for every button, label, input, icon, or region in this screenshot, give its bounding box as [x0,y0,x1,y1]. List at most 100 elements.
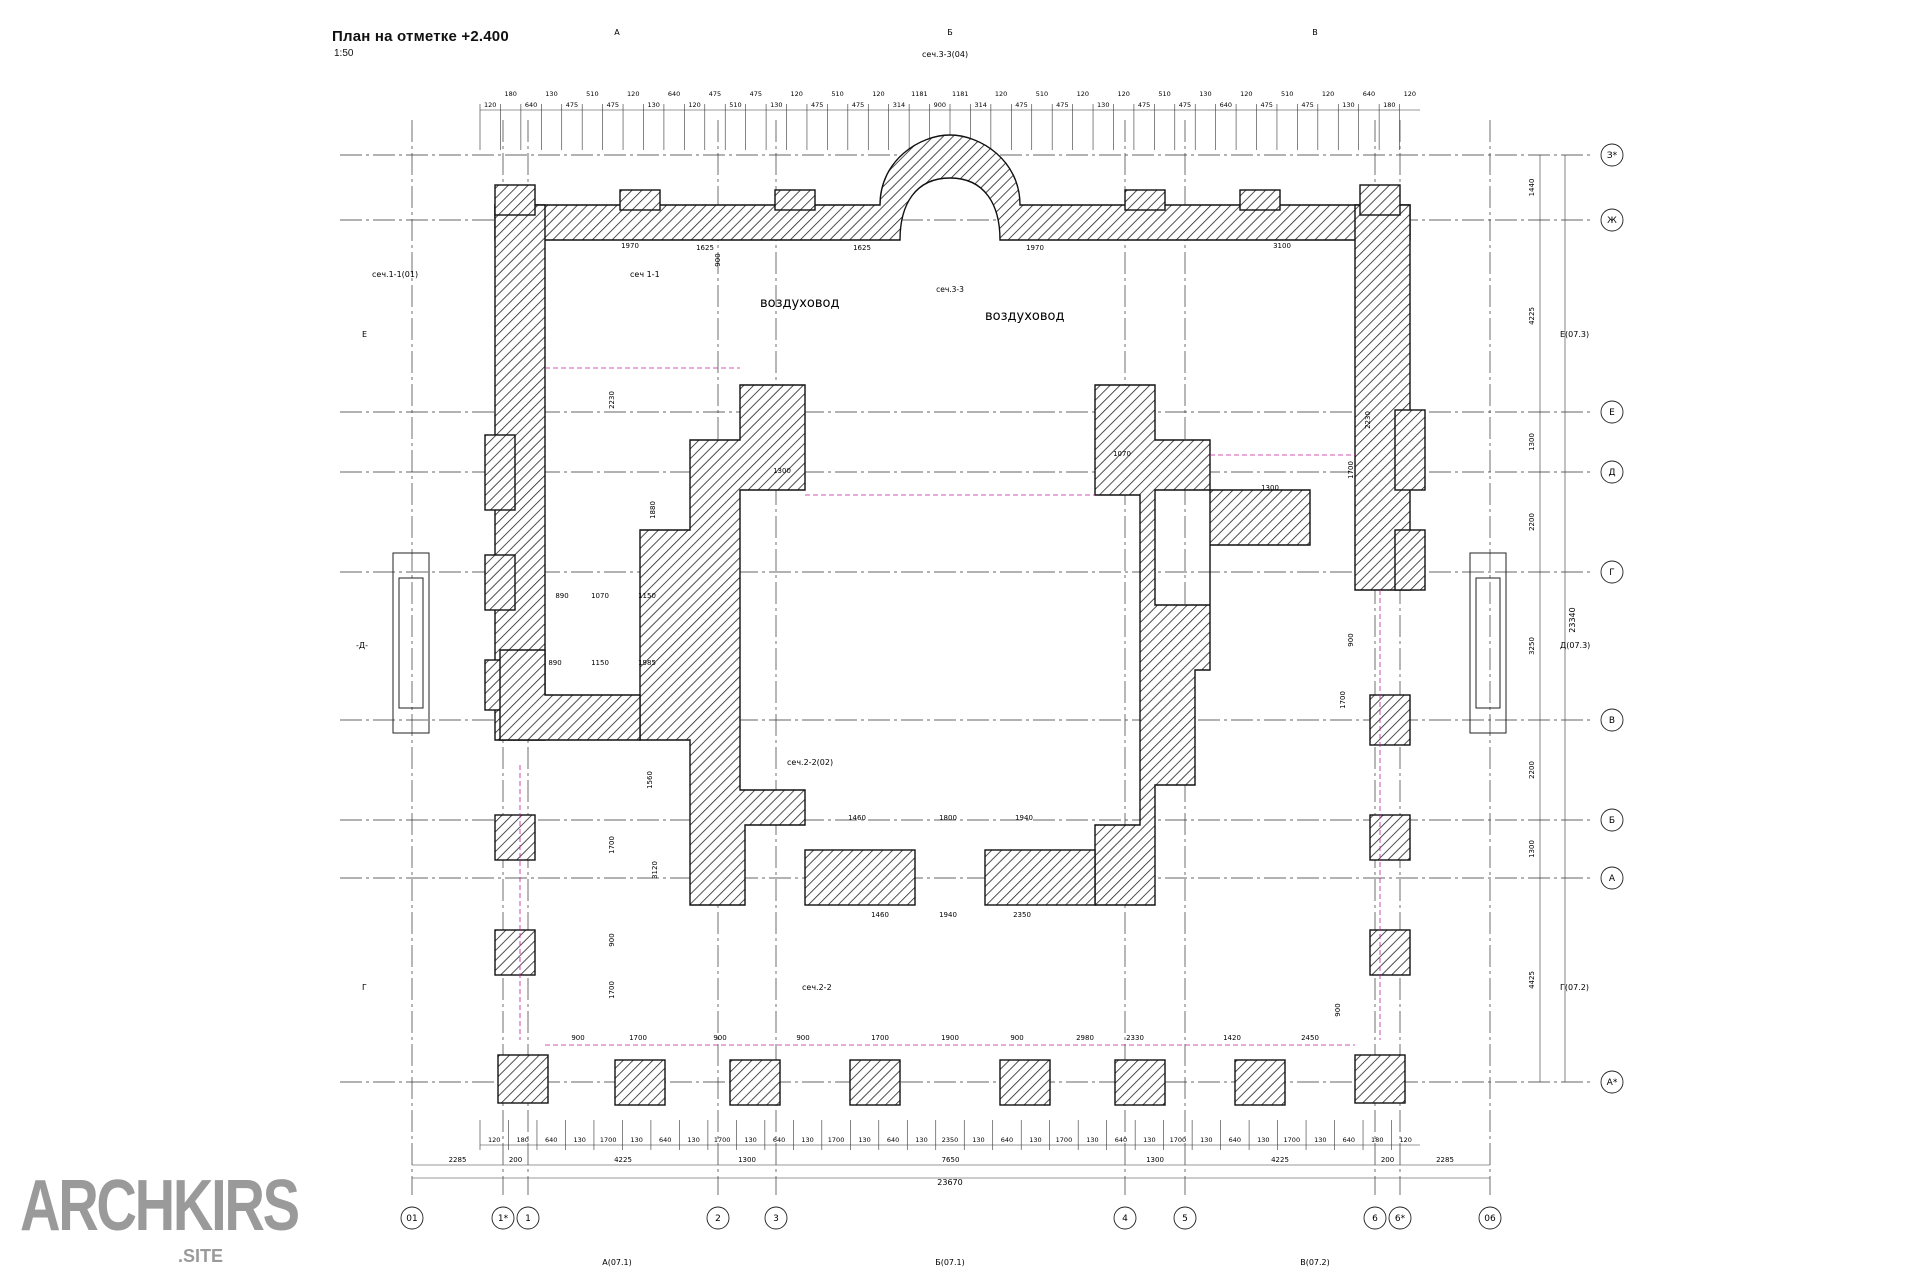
dimension-value: 1300 [1146,1156,1164,1164]
axis-bubble [1600,460,1624,484]
dimension-value: 1985 [638,659,656,667]
dimension-value: 1700 [1339,691,1347,709]
dimension-value: 120 [1322,90,1334,98]
dimension-value: 130 [1029,1136,1041,1144]
dimension-value: 475 [1056,101,1068,109]
axis-bubble [1363,1206,1387,1230]
dimension-value: 900 [608,933,616,946]
grid-label-bottom: А(07.1) [602,1258,632,1267]
dimension-value: 640 [1229,1136,1241,1144]
dimension-value: 130 [1200,1136,1212,1144]
dimension-value: 475 [750,90,762,98]
dimension-value: 180 [517,1136,529,1144]
north-pilaster [1239,189,1281,211]
north-pilaster [1124,189,1166,211]
dimension-value: 2200 [1528,761,1536,779]
dimension-value: 4225 [1528,307,1536,325]
logo-sub-text: .SITE [178,1246,224,1266]
dimension-value: 1460 [871,911,889,919]
dimension-value: 3100 [1273,242,1291,250]
dimension-value: 1300 [1261,484,1279,492]
drawing-scale: 1:50 [334,48,354,59]
section-label: сеч.2-2 [802,983,832,992]
dimension-value: 1560 [646,771,654,789]
dimension-value: 180 [1371,1136,1383,1144]
dimension-value: 1700 [828,1136,845,1144]
south-inner-wall [804,849,916,906]
dimension-value: 130 [1342,101,1354,109]
dimension-value: 1900 [941,1034,959,1042]
dimension-value: 120 [791,90,803,98]
dimension-value: 640 [1363,90,1375,98]
dimension-value: 890 [555,592,568,600]
dimension-value: 130 [1143,1136,1155,1144]
dimension-value: 1070 [1113,450,1131,458]
east-column [1369,814,1411,861]
dimension-value: 900 [714,253,722,266]
dimension-value: 900 [796,1034,809,1042]
north-pilaster [1359,184,1401,216]
dimension-value: 1700 [871,1034,889,1042]
axis-bubble [1600,560,1624,584]
watermark-logo: ARCHKIRS .SITE [20,1166,376,1266]
dimension-value: 4225 [1271,1156,1289,1164]
dimension-value: 900 [934,101,946,109]
axis-label: А [1609,874,1616,884]
dimension-value: 200 [1381,1156,1394,1164]
axis-label: З* [1607,151,1618,161]
dimension-value: 1700 [714,1136,731,1144]
dimension-value: 1880 [649,501,657,519]
elevation-mark: Е(07.3) [1560,330,1589,339]
axis-label: 6* [1395,1214,1406,1224]
dimension-value: 640 [659,1136,671,1144]
dimension-value: 130 [770,101,782,109]
dimension-value: 120 [1117,90,1129,98]
section-label: сеч.2-2(02) [787,758,833,767]
axis-bubble [1113,1206,1137,1230]
dimension-value: 120 [1240,90,1252,98]
dimension-value: 1181 [911,90,928,98]
dimension-value: 130 [1257,1136,1269,1144]
axis-label: 01 [406,1214,417,1224]
west-lower-block [499,649,641,741]
dimension-value: 640 [1115,1136,1127,1144]
west-pilaster [484,554,516,611]
dimension-value: 640 [1220,101,1232,109]
dimension-value: 1070 [591,592,609,600]
logo-main-text: ARCHKIRS [20,1166,300,1246]
axis-label: 2 [715,1214,721,1224]
walls [484,134,1426,1106]
axis-bubble [1600,1070,1624,1094]
west-pilaster [484,434,516,511]
east-pilaster [1394,529,1426,591]
section-label: сеч 1-1 [630,270,660,279]
axis-label: 5 [1182,1214,1188,1224]
south-column [1114,1059,1166,1106]
dimension-value: 2230 [1364,411,1372,429]
dimension-value: 130 [630,1136,642,1144]
west-plinth [392,552,430,734]
dimension-value: 475 [1261,101,1273,109]
dimension-value: 1970 [621,242,639,250]
dimension-value: 475 [1301,101,1313,109]
dimension-value: 180 [1383,101,1395,109]
dimension-value: 510 [1036,90,1048,98]
dimension-value: 900 [1334,1003,1342,1016]
central-core [1094,384,1311,906]
north-pilaster [774,189,816,211]
dimension-value: 4225 [614,1156,632,1164]
grid-label-top: Б [947,28,953,37]
axis-bubble [1600,400,1624,424]
dimension-value: 1700 [629,1034,647,1042]
east-plinth-inner [1475,577,1501,709]
dimension-value: 4425 [1528,971,1536,989]
dimension-value: 2285 [1436,1156,1454,1164]
dimension-value: 475 [607,101,619,109]
dimension-value: 510 [1281,90,1293,98]
dimension-value: 1940 [939,911,957,919]
dimension-value: 510 [729,101,741,109]
axis-label: Д [1608,468,1615,478]
dimension-value: 120 [1077,90,1089,98]
dimension-value: 2350 [942,1136,959,1144]
